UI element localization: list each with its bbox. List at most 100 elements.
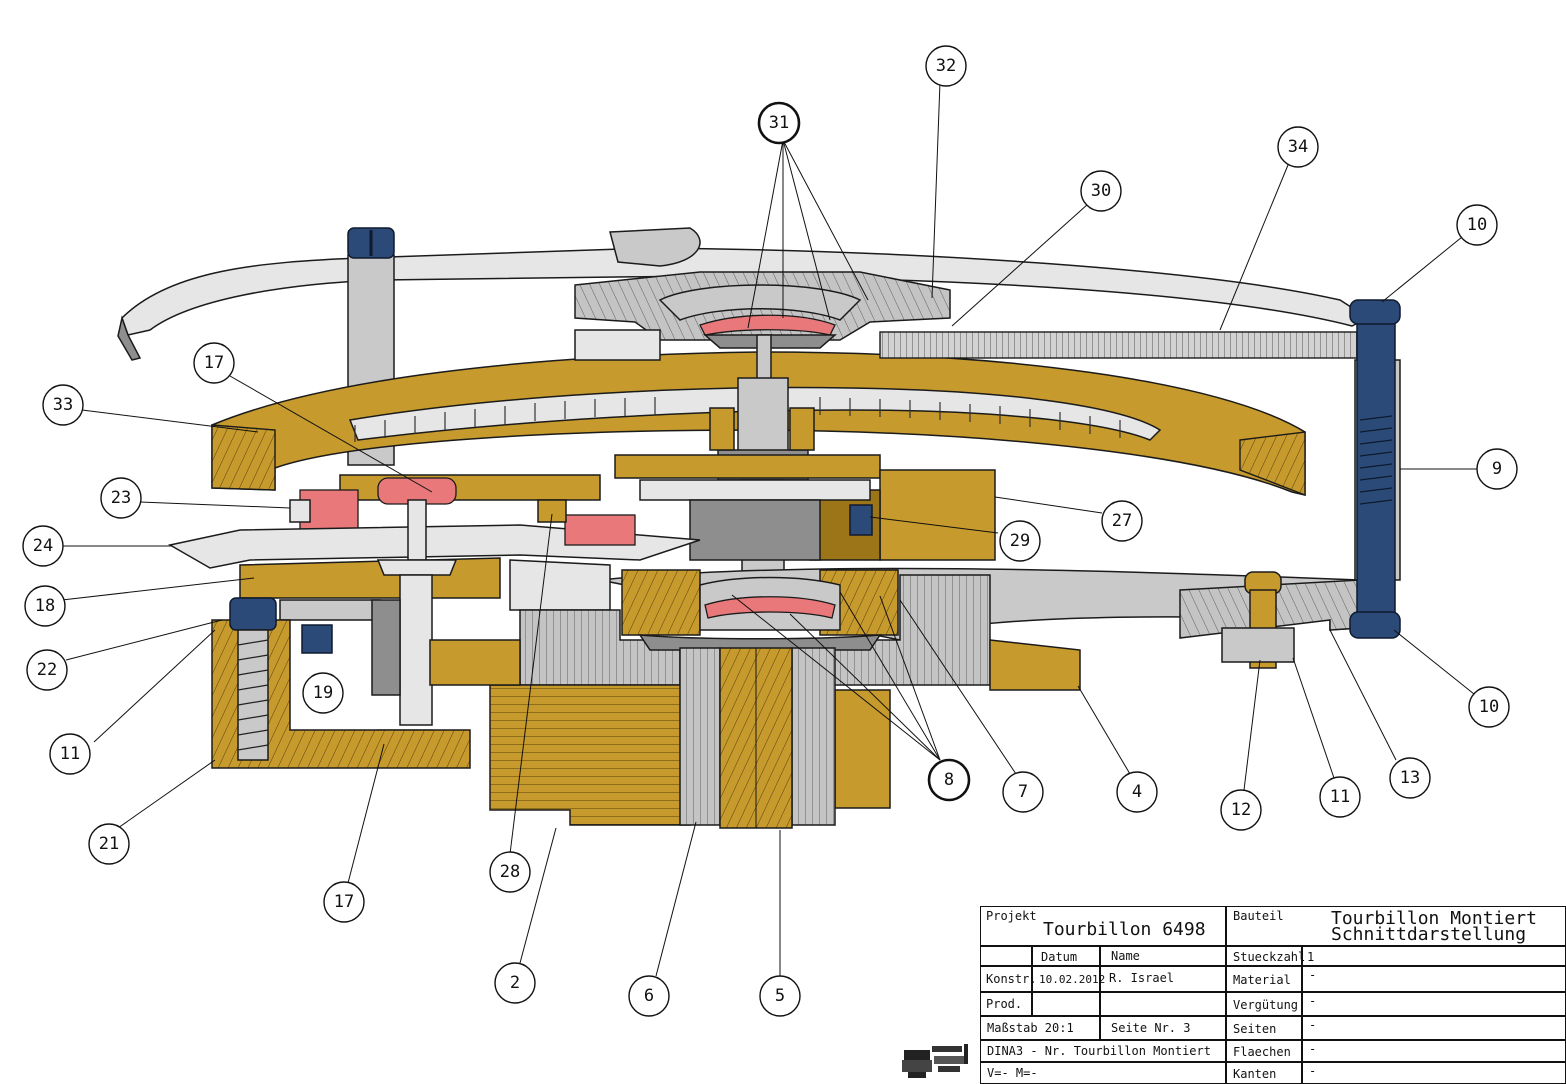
callout-28: 28 [489, 851, 531, 893]
svg-text:31: 31 [769, 113, 789, 133]
callout-2: 2 [494, 962, 536, 1004]
svg-text:10: 10 [1467, 215, 1487, 235]
kanten-value: - [1302, 1062, 1566, 1084]
stueckzahl-value: 1 [1302, 946, 1566, 966]
svg-text:7: 7 [1018, 782, 1028, 802]
callout-9: 9 [1476, 448, 1518, 490]
callout-11-left: 11 [49, 733, 91, 775]
material-label: Material [1226, 966, 1302, 992]
leader-lines [61, 81, 1478, 977]
callout-17-top: 17 [193, 342, 235, 384]
svg-text:12: 12 [1231, 800, 1251, 820]
callout-5: 5 [759, 975, 801, 1017]
callout-29: 29 [999, 520, 1041, 562]
bauteil-label: Bauteil [1233, 909, 1284, 923]
verguetung-value: - [1302, 992, 1566, 1016]
projekt-cell: Projekt Tourbillon 6498 [980, 906, 1226, 946]
right-screw-assembly [1349, 299, 1401, 639]
svg-text:11: 11 [1330, 787, 1350, 807]
callout-10-top: 10 [1456, 204, 1498, 246]
callout-11-right: 11 [1319, 776, 1361, 818]
flaechen-value: - [1302, 1040, 1566, 1062]
callout-12: 12 [1220, 789, 1262, 831]
svg-text:2: 2 [510, 973, 520, 993]
svg-text:19: 19 [313, 683, 333, 703]
callout-6: 6 [628, 975, 670, 1017]
seite: Seite Nr. 3 [1100, 1016, 1226, 1040]
callout-33: 33 [42, 384, 84, 426]
svg-text:32: 32 [936, 56, 956, 76]
svg-text:24: 24 [33, 536, 53, 556]
svg-text:30: 30 [1091, 181, 1111, 201]
callout-17-bottom: 17 [323, 881, 365, 923]
seiten-value: - [1302, 1016, 1566, 1040]
svg-text:23: 23 [111, 488, 131, 508]
callout-30: 30 [1080, 170, 1122, 212]
verguetung-label: Vergütung [1226, 992, 1302, 1016]
svg-text:27: 27 [1112, 511, 1132, 531]
konstr-name: R. Israel [1100, 966, 1226, 992]
konstr-datum: 10.02.2012 [1032, 966, 1105, 992]
callout-34: 34 [1277, 126, 1319, 168]
svg-text:13: 13 [1400, 768, 1420, 788]
vm-line: V=- M=- [980, 1062, 1226, 1084]
blank-header-cell [980, 946, 1032, 966]
projekt-value: Tourbillon 6498 [1043, 919, 1206, 940]
format-line: DINA3 - Nr. Tourbillon Montiert [980, 1040, 1226, 1062]
prod-name [1100, 992, 1226, 1016]
svg-text:10: 10 [1479, 697, 1499, 717]
callout-8: 8 [927, 758, 971, 802]
callout-10-bottom: 10 [1468, 686, 1510, 728]
callout-27: 27 [1101, 500, 1143, 542]
callout-31: 31 [757, 101, 801, 145]
svg-text:18: 18 [35, 596, 55, 616]
name-label: Name [1100, 946, 1226, 966]
material-value: - [1302, 966, 1566, 992]
prod-label: Prod. [980, 992, 1032, 1016]
projection-symbol-icon [902, 1044, 968, 1078]
svg-text:17: 17 [334, 892, 354, 912]
lower-left-carriage [211, 597, 471, 769]
callout-19: 19 [302, 672, 344, 714]
svg-text:22: 22 [37, 660, 57, 680]
projekt-label: Projekt [986, 909, 1037, 923]
callout-13: 13 [1389, 757, 1431, 799]
bauteil-cell: Bauteil Tourbillon Montiert Schnittdarst… [1226, 906, 1566, 946]
bauteil-value-line2: Schnittdarstellung [1331, 924, 1527, 945]
lower-cage [519, 569, 991, 686]
konstr-label: Konstr. [980, 966, 1037, 992]
cage-upper-bridge [574, 271, 1361, 361]
svg-text:8: 8 [944, 770, 954, 790]
svg-text:29: 29 [1010, 531, 1030, 551]
svg-text:34: 34 [1288, 137, 1308, 157]
tourbillon-bridge [117, 227, 1370, 361]
callout-22: 22 [26, 649, 68, 691]
datum-label: Datum [1032, 946, 1100, 966]
callout-32: 32 [925, 45, 967, 87]
callout-18: 18 [24, 585, 66, 627]
callout-4: 4 [1116, 771, 1158, 813]
stueckzahl-label: Stueckzahl [1226, 946, 1305, 966]
callout-21: 21 [88, 823, 130, 865]
svg-text:4: 4 [1132, 782, 1142, 802]
flaechen-label: Flaechen [1226, 1040, 1302, 1062]
callout-24: 24 [22, 525, 64, 567]
svg-text:28: 28 [500, 862, 520, 882]
seiten-label: Seiten [1226, 1016, 1302, 1040]
callout-7: 7 [1002, 771, 1044, 813]
svg-text:17: 17 [204, 353, 224, 373]
prod-datum [1032, 992, 1100, 1016]
base-pinion [429, 639, 1081, 829]
svg-text:33: 33 [53, 395, 73, 415]
svg-text:21: 21 [99, 834, 119, 854]
svg-text:5: 5 [775, 986, 785, 1006]
title-block: Projekt Tourbillon 6498 Datum Name Konst… [980, 906, 1566, 1084]
kanten-label: Kanten [1226, 1062, 1302, 1084]
svg-text:11: 11 [60, 744, 80, 764]
massstab: Maßstab 20:1 [980, 1016, 1100, 1040]
bauteil-value-line1: Tourbillon Montiert [1331, 908, 1537, 929]
svg-text:6: 6 [644, 986, 654, 1006]
svg-text:9: 9 [1492, 459, 1502, 479]
callout-23: 23 [100, 477, 142, 519]
